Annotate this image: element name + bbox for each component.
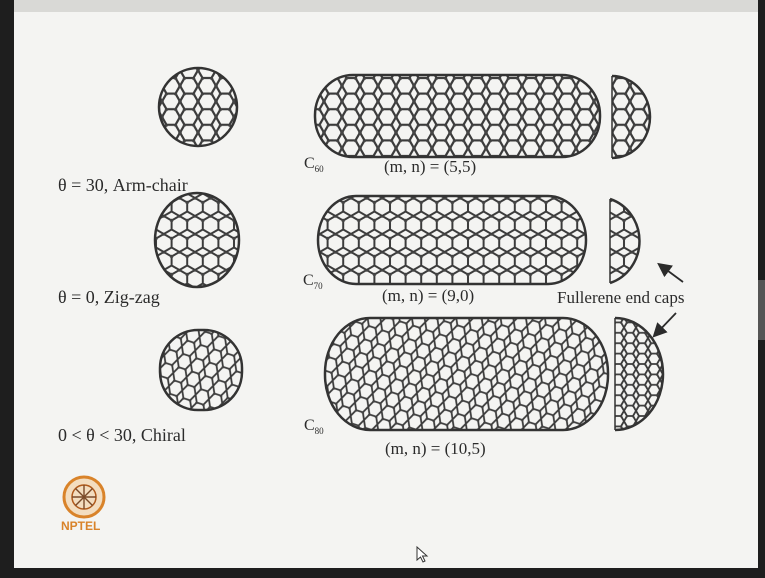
c80-label: C80 — [304, 417, 324, 436]
c60-label: C60 — [304, 155, 324, 174]
end-caps-label: Fullerene end caps — [557, 288, 684, 307]
armchair-end-cap — [612, 76, 650, 158]
fullerene-c70 — [155, 193, 239, 287]
armchair-label: θ = 30, Arm-chair — [58, 175, 188, 195]
armchair-nanotube — [315, 75, 600, 157]
fullerene-c80 — [160, 330, 242, 410]
zigzag-indices: (m, n) = (9,0) — [382, 286, 474, 305]
chiral-indices: (m, n) = (10,5) — [385, 439, 486, 458]
c70-label: C70 — [303, 272, 323, 291]
nptel-logo: NPTEL — [61, 477, 104, 533]
chiral-label: 0 < θ < 30, Chiral — [58, 425, 186, 445]
mouse-cursor-icon — [417, 547, 427, 562]
fullerene-c60 — [159, 68, 237, 146]
zigzag-end-cap — [610, 199, 639, 283]
armchair-indices: (m, n) = (5,5) — [384, 157, 476, 176]
chiral-nanotube — [325, 318, 608, 430]
zigzag-nanotube — [318, 196, 586, 284]
svg-text:NPTEL: NPTEL — [61, 519, 100, 533]
zigzag-label: θ = 0, Zig-zag — [58, 287, 160, 307]
